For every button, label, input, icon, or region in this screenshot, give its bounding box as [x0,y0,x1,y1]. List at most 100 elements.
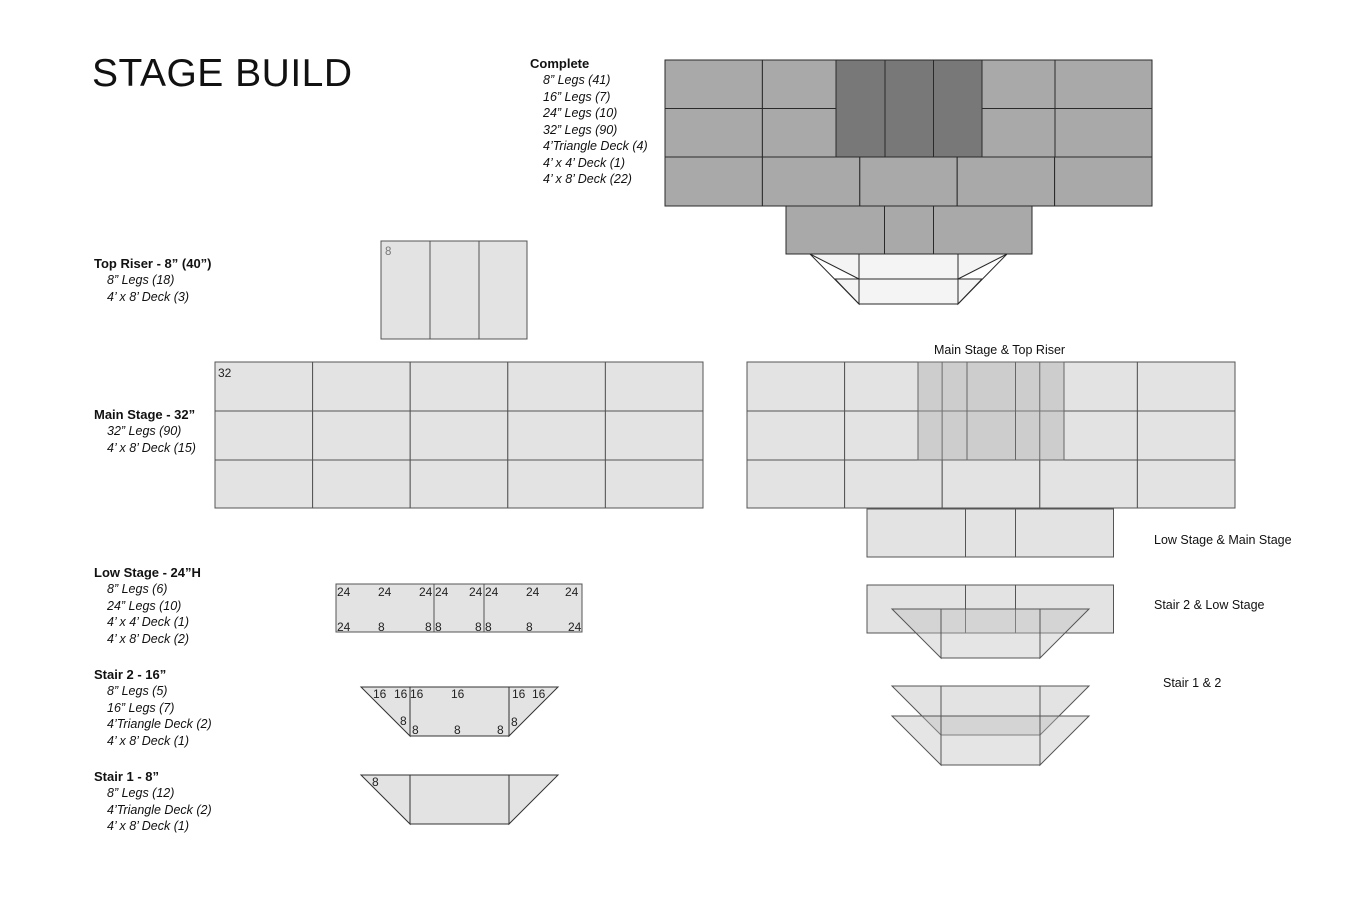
deck-4x8 [761,156,861,207]
stair12-lower [890,715,1091,767]
stair-outline [957,253,1008,305]
legend-item: 16” Legs (7) [543,89,611,104]
leg-label: 8 [435,620,442,634]
legend-item: 24” Legs (10) [107,598,182,613]
caption-main-top: Main Stage & Top Riser [934,343,1066,357]
deck-4x8 [380,240,431,340]
deck-4x8 [335,583,435,633]
legend-item: 24” Legs (10) [543,106,618,120]
deck-4x4 [433,583,485,633]
stair-triangle-deck [957,253,1008,280]
stair-deck [858,253,959,280]
deck-4x8 [478,240,528,340]
stair-outline [809,253,860,305]
deck-4x8 [940,685,1041,736]
stair1-plan [359,774,560,826]
caption-stair2-low: Stair 2 & Low Stage [1154,598,1265,612]
top-riser-plan [380,240,528,340]
deck-4x8 [761,59,837,109]
deck-4x8 [761,108,837,158]
leg-label: 16 [394,687,408,701]
deck-4x8 [746,459,846,509]
legend-item: 4’ x 8’ Deck (1) [107,733,189,748]
deck-4x8 [941,361,1041,412]
stair-triangle-deck [508,686,560,738]
leg-label: 8 [378,620,385,634]
legend-complete-heading: Complete [530,56,590,71]
leg-label: 8 [454,723,461,737]
riser-deck-overlay [1015,361,1065,461]
low-stage-deck [933,205,1033,255]
stair2-plan [359,686,560,738]
leg-label: 8 [400,714,407,728]
deck-4x8 [1015,508,1114,558]
deck-4x8 [312,361,411,412]
top-riser-deck [884,59,934,158]
legend-item: 4’ x 4’ Deck (1) [107,615,189,629]
low-stage-deck [884,205,934,255]
stair-triangle-deck [890,715,942,767]
deck-4x8 [604,459,704,509]
leg-label: 8 [412,723,419,737]
leg-label: 8 [385,246,391,258]
deck-4x8 [1136,459,1236,509]
leg-label: 24 [469,585,483,599]
leg-label: 24 [568,620,582,634]
leg-label: 24 [435,585,449,599]
deck-4x8 [1054,59,1153,109]
legend-item: 4’ x 8’ Deck (15) [107,440,196,455]
leg-label: 8 [526,620,533,634]
leg-label: 16 [410,687,424,701]
deck-4x8 [746,410,846,461]
deck-4x8 [214,459,314,509]
leg-label: 24 [378,585,392,599]
legend-item: 4’ x 8’ Deck (1) [107,819,189,833]
leg-label: 8 [372,775,379,789]
low-stage-deck [785,205,885,255]
riser-deck-overlay [966,361,1016,461]
deck-4x8 [940,715,1041,766]
legend-item: 4’Triangle Deck (2) [107,802,212,817]
deck-4x8 [664,108,763,158]
deck-4x8 [844,410,943,461]
legend-item: 16” Legs (7) [107,700,175,715]
top-riser-deck [933,59,983,158]
leg-label: 24 [565,585,579,599]
deck-4x8 [312,459,411,509]
stair2-leg-labels: 16 16 16 16 16 16 8 8 8 8 8 [373,687,546,737]
caption-stair12: Stair 1 & 2 [1163,676,1222,690]
deck-4x8 [409,686,510,737]
deck-4x8 [604,410,704,461]
stair-triangle-deck [359,774,411,826]
leg-label: 24 [337,585,351,599]
deck-4x8 [214,410,314,461]
stair-triangle-deck [508,774,560,826]
deck-4x8 [664,156,763,207]
legend-item: 4’ x 8’ Deck (22) [543,172,632,186]
deck-4x8 [312,410,411,461]
deck-4x8 [1136,361,1236,412]
deck-4x8 [940,608,1041,659]
leg-label: 8 [425,620,432,634]
legend-top-riser-heading: Top Riser - 8” (40”) [94,256,212,271]
deck-4x8 [409,774,510,825]
stair-deck [858,278,959,305]
deck-4x8 [507,361,606,412]
legend-stair1: Stair 1 - 8” 8” Legs (12) 4’Triangle Dec… [94,769,212,835]
deck-4x8 [866,508,966,558]
legend-item: 4’ x 8’ Deck (2) [107,631,189,646]
leg-label: 8 [497,723,504,737]
legend-low-stage-heading: Low Stage - 24”H [94,565,201,580]
legend-item: 8” Legs (12) [107,786,175,800]
legend-stair2: Stair 2 - 16” 8” Legs (5) 16” Legs (7) 4… [94,667,212,749]
stair-triangle-deck [1039,608,1091,660]
deck-4x8 [409,410,509,461]
deck-4x8 [746,361,846,412]
leg-label: 24 [526,585,540,599]
deck-4x8 [1136,410,1236,461]
low-stage-leg-labels: 24 24 24 24 24 24 24 24 24 8 8 8 8 8 8 2… [337,585,582,634]
stair12-upper [890,685,1091,737]
stair-triangle-deck [1039,685,1091,737]
leg-label: 16 [373,687,387,701]
deck-4x8 [664,59,763,109]
